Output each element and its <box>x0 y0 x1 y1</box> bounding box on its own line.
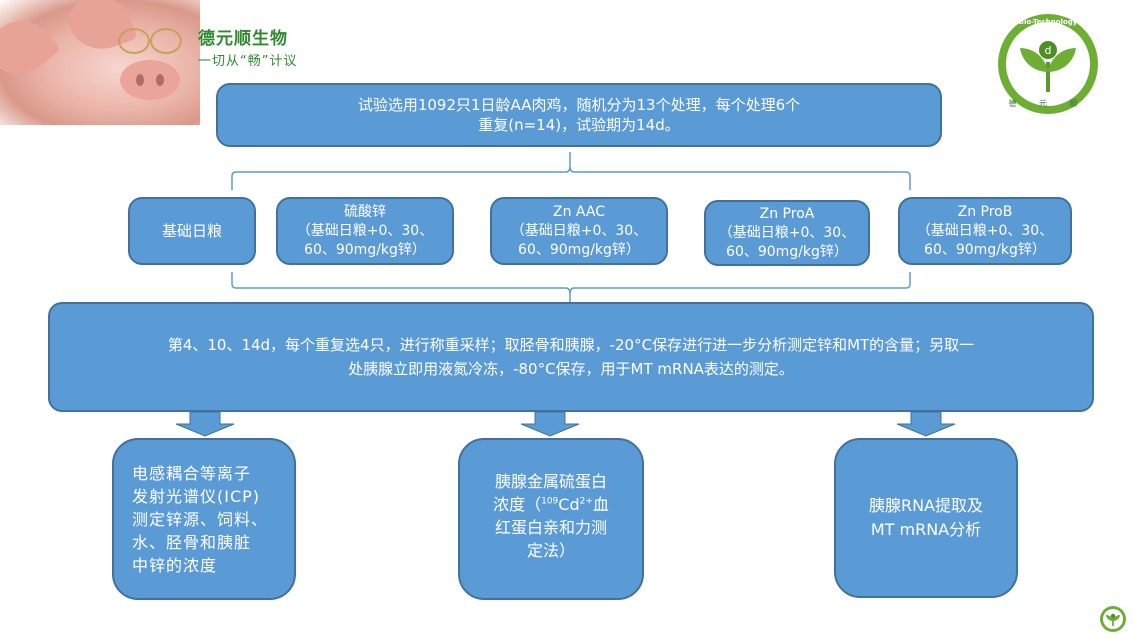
sampling-box: 第4、10、14d，每个重复选4只，进行称重采样；取胫骨和胰腺，-20°C保存进… <box>48 302 1094 412</box>
mt-protein-text-part: Cd <box>558 495 580 514</box>
pig-photo <box>0 0 200 125</box>
treatment-label: Zn ProB （基础日粮+0、30、 60、90mg/kg锌） <box>916 203 1054 258</box>
sprout-icon: d <box>1020 41 1076 92</box>
mt-protein-superscript: 109 <box>541 496 559 507</box>
method-rna-text: 胰腺RNA提取及 MT mRNA分析 <box>868 496 984 539</box>
logo-bottom-text: 德 元 顺 <box>1008 99 1088 108</box>
treatment-box-basal: 基础日粮 <box>128 197 256 265</box>
top-bracket <box>231 152 911 190</box>
mt-protein-text-part: 血 <box>592 495 609 514</box>
glasses-icon <box>118 28 150 54</box>
experiment-design-box: 试验选用1092只1日龄AA肉鸡，随机分为13个处理，每个处理6个 重复(n=1… <box>216 83 942 147</box>
mini-logo-inner <box>1103 609 1123 629</box>
nostril <box>136 74 144 86</box>
arrow-down-icon <box>520 411 580 437</box>
mt-protein-line: 红蛋白亲和力测 <box>494 518 607 537</box>
mt-protein-line: 定法） <box>526 541 575 560</box>
mt-protein-superscript: 2+ <box>579 496 593 507</box>
mt-protein-text-part: 浓度（ <box>493 495 542 514</box>
sprout-icon <box>1106 613 1120 626</box>
method-box-mt-protein: 胰腺金属硫蛋白 浓度（109Cd2+血 红蛋白亲和力测 定法） <box>458 438 644 600</box>
treatment-box-zn-aac: Zn AAC （基础日粮+0、30、 60、90mg/kg锌） <box>490 197 668 265</box>
arrow-down-icon <box>896 411 956 437</box>
bottom-bracket <box>231 272 911 302</box>
method-icp-text: 电感耦合等离子 发射光谱仪(ICP) 测定锌源、饲料、 水、胫骨和胰脏 中锌的浓… <box>132 463 269 575</box>
method-box-rna: 胰腺RNA提取及 MT mRNA分析 <box>834 438 1018 598</box>
treatment-label: Zn ProA （基础日粮+0、30、 60、90mg/kg锌） <box>718 205 856 260</box>
logo-inner: d <box>1006 22 1090 106</box>
glasses-icon <box>150 28 182 54</box>
sampling-text: 第4、10、14d，每个重复选4只，进行称重采样；取胫骨和胰腺，-20°C保存进… <box>167 336 975 378</box>
brand-slogan: 一切从“畅”计议 <box>198 54 298 69</box>
treatment-label: 硫酸锌 （基础日粮+0、30、 60、90mg/kg锌） <box>296 203 434 258</box>
nostril <box>156 74 164 86</box>
treatment-box-zn-prob: Zn ProB （基础日粮+0、30、 60、90mg/kg锌） <box>898 197 1072 265</box>
method-box-icp: 电感耦合等离子 发射光谱仪(ICP) 测定锌源、饲料、 水、胫骨和胰脏 中锌的浓… <box>112 438 296 600</box>
pig-snout <box>120 60 180 100</box>
treatment-box-zn-proa: Zn ProA （基础日粮+0、30、 60、90mg/kg锌） <box>704 200 870 266</box>
treatment-label: 基础日粮 <box>161 222 222 240</box>
mini-logo-icon <box>1100 606 1126 632</box>
treatment-box-znso4: 硫酸锌 （基础日粮+0、30、 60、90mg/kg锌） <box>276 197 454 265</box>
experiment-design-text: 试验选用1092只1日龄AA肉鸡，随机分为13个处理，每个处理6个 重复(n=1… <box>357 96 801 134</box>
arrow-down-icon <box>175 411 235 437</box>
method-mt-protein-text: 胰腺金属硫蛋白 浓度（109Cd2+血 红蛋白亲和力测 定法） <box>493 470 609 562</box>
svg-text:d: d <box>1045 44 1052 57</box>
treatment-label: Zn AAC （基础日粮+0、30、 60、90mg/kg锌） <box>510 203 648 258</box>
brand-title: 德元顺生物 <box>198 29 288 49</box>
mt-protein-line: 浓度（109Cd2+血 <box>493 493 609 516</box>
mt-protein-line: 胰腺金属硫蛋白 <box>494 472 607 491</box>
company-logo: Bio-Technology d 德 元 顺 <box>998 14 1098 114</box>
